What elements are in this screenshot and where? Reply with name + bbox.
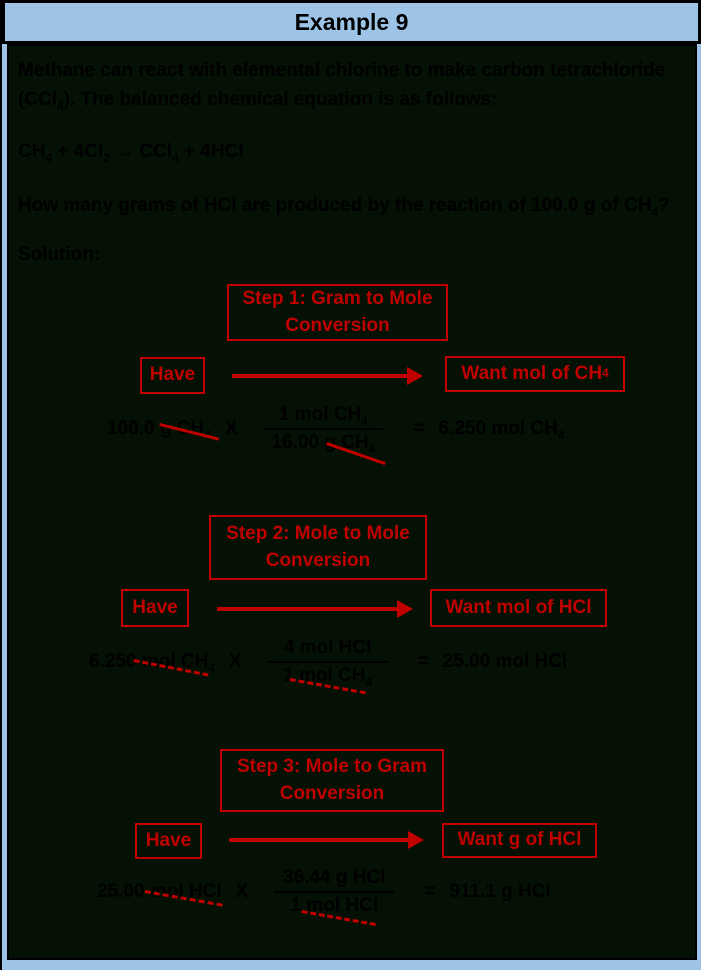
step2-calculation: 6.250 mol CH4 X 4 mol HCl 1 mol CH4 = 25… — [89, 637, 568, 689]
step2-fraction-bar — [267, 661, 388, 663]
step2-result: 25.00 mol HCl — [442, 651, 568, 672]
step2-equals-sign: = — [417, 651, 429, 672]
step2-have-box: Have — [121, 589, 189, 627]
step3-have-value: 25.00 mol HCl — [97, 881, 222, 902]
page-title: Example 9 — [294, 8, 409, 35]
step1-have-value: 100.0 g CH4 — [107, 418, 211, 442]
step2-fraction-denominator: 1 mol CH4 — [283, 665, 373, 689]
slide-title-bar: Example 9 — [2, 0, 701, 44]
step2-multiply-sign: X — [228, 651, 242, 672]
step3-have-box: Have — [135, 823, 202, 859]
step3-conversion-fraction: 36.44 g HCl 1 mol HCl — [274, 867, 395, 917]
step1-fraction-denominator: 16.00 g CH4 — [271, 432, 376, 456]
step2-title-box: Step 2: Mole to Mole Conversion — [209, 515, 427, 580]
step2-have-value: 6.250 mol CH4 — [89, 651, 215, 675]
step3-result: 911.1 g HCl — [449, 881, 551, 902]
step3-multiply-sign: X — [235, 881, 249, 902]
step2-conversion-fraction: 4 mol HCl 1 mol CH4 — [267, 637, 388, 689]
step1-fraction-numerator: 1 mol CH4 — [278, 404, 368, 428]
intro-paragraph: Methane can react with elemental chlorin… — [18, 60, 666, 113]
step3-arrow-icon — [229, 831, 424, 849]
step3-fraction-numerator: 36.44 g HCl — [283, 867, 386, 888]
step1-title-box: Step 1: Gram to Mole Conversion — [227, 284, 448, 341]
step1-fraction-bar — [263, 428, 384, 430]
step1-conversion-fraction: 1 mol CH4 16.00 g CH4 — [263, 404, 384, 456]
step2-fraction-numerator: 4 mol HCl — [283, 637, 372, 658]
chemical-equation: CH4 + 4Cl2 → CCl4 + 4HCl — [18, 141, 244, 165]
step1-arrow-icon — [232, 367, 423, 385]
step1-multiply-sign: X — [224, 418, 238, 439]
step1-equals-sign: = — [413, 418, 425, 439]
step3-fraction-denominator: 1 mol HCl — [290, 895, 379, 916]
step3-want-box: Want g of HCl — [442, 823, 597, 858]
problem-question: How many grams of HCl are produced by th… — [18, 195, 670, 219]
step3-equals-sign: = — [424, 881, 436, 902]
step3-fraction-bar — [274, 891, 395, 893]
slide-body: Methane can react with elemental chlorin… — [7, 44, 697, 960]
step3-title-box: Step 3: Mole to Gram Conversion — [220, 749, 444, 812]
step2-want-box: Want mol of HCl — [430, 589, 607, 627]
step1-result: 6.250 mol CH4 — [438, 418, 565, 442]
solution-label: Solution: — [18, 244, 101, 265]
step1-have-box: Have — [140, 357, 205, 394]
step1-calculation: 100.0 g CH4 X 1 mol CH4 16.00 g CH4 = 6.… — [107, 404, 565, 456]
step2-arrow-icon — [217, 600, 413, 618]
step3-calculation: 25.00 mol HCl X 36.44 g HCl 1 mol HCl = … — [97, 867, 551, 917]
